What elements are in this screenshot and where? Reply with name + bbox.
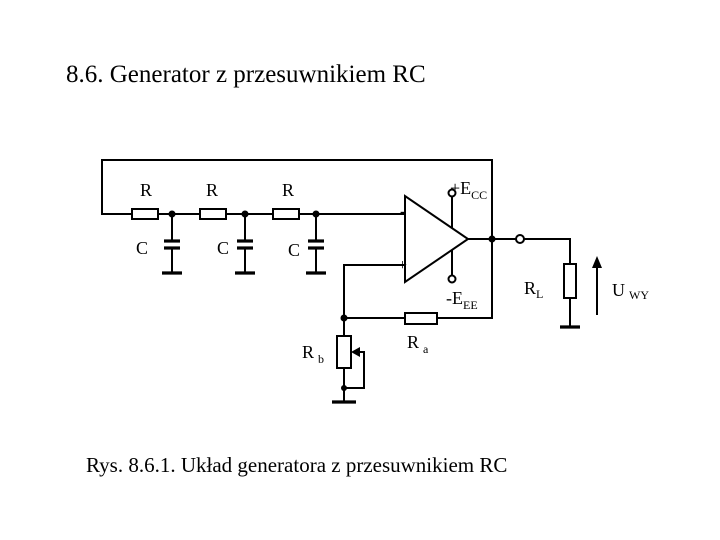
wiper-arrowhead [351,347,360,357]
capacitor-3 [306,214,326,275]
supply-pos-label: +ECC [450,178,487,202]
figure-caption: Rys. 8.6.1. Układ generatora z przesuwni… [86,453,507,477]
noninverting-input-label: + [398,257,407,274]
load-resistor [563,263,577,299]
supply-neg-terminal [447,274,457,284]
bias-resistor [336,335,352,369]
opamp-triangle [404,194,470,284]
capacitor-1 [162,214,182,275]
output-terminal [515,234,525,244]
noninverting-wire [343,264,405,318]
feedback-resistor [404,312,438,325]
load-resistor-label: RL [524,278,543,301]
resistor-label-3: R [282,180,294,200]
load-wire [524,238,571,264]
resistor-1 [131,208,159,220]
page-title: 8.6. Generator z przesuwnikiem RC [66,61,426,88]
capacitor-label-3: C [288,240,300,260]
resistor-3 [272,208,300,220]
resistor-2 [199,208,227,220]
outer-loop-wire [101,159,493,239]
supply-pos-terminal [447,188,457,198]
resistor-label-1: R [140,180,152,200]
capacitor-2 [235,214,255,275]
wiper-junction [341,385,347,391]
capacitor-label-1: C [136,238,148,258]
feedback-return-wire [437,239,493,319]
capacitor-label-2: C [217,238,229,258]
resistor-label-2: R [206,180,218,200]
supply-neg-label: -EEE [446,288,478,312]
output-voltage-arrowhead [592,256,602,268]
inverting-input-label: - [400,203,405,220]
